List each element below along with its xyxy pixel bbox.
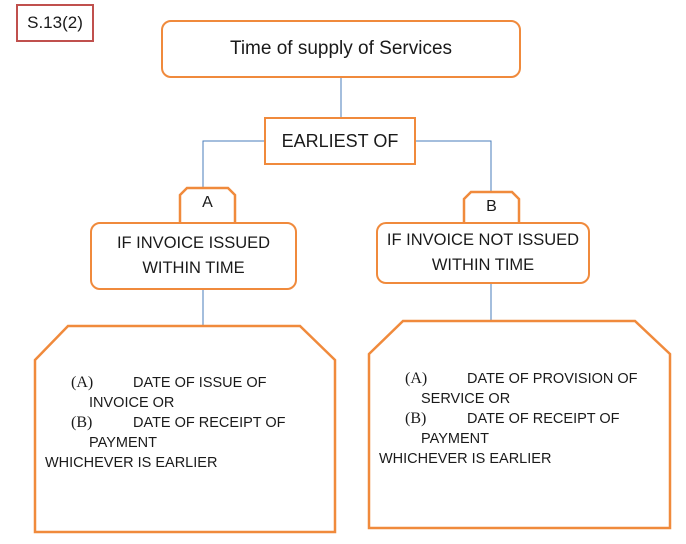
outcome-a-item-a-line2: INVOICE OR — [89, 395, 175, 411]
outcome-a-item-b-marker: (B) — [71, 414, 93, 431]
outcome-a-item-b-line2: PAYMENT — [89, 435, 157, 451]
root-node: Time of supply of Services — [161, 20, 521, 78]
outcome-a-item-a-marker: (A) — [71, 374, 94, 391]
connector-earliest-to-a — [202, 140, 264, 188]
condition-b-line1: IF INVOICE NOT ISSUED — [386, 231, 580, 249]
condition-a-node: IF INVOICE ISSUED WITHIN TIME — [90, 222, 297, 290]
condition-a-line1: IF INVOICE ISSUED — [116, 234, 271, 252]
tab-b-label: B — [486, 198, 497, 215]
outcome-b-item-a-marker: (A) — [405, 370, 428, 387]
tab-a-label: A — [202, 194, 213, 211]
outcome-b-text: (A) DATE OF PROVISION OF SERVICE OR (B) DA… — [379, 369, 638, 469]
root-node-label: Time of supply of Services — [229, 38, 453, 59]
outcome-b-item-b-line1: DATE OF RECEIPT OF — [467, 411, 620, 427]
outcome-a-shape — [33, 324, 337, 534]
outcome-a-text: (A) DATE OF ISSUE OF INVOICE OR (B) DATE O… — [45, 373, 286, 473]
outcome-b-shape — [367, 319, 672, 530]
connector-earliest-to-b — [416, 140, 492, 192]
outcome-b-footer: WHICHEVER IS EARLIER — [379, 451, 552, 467]
condition-b-node: IF INVOICE NOT ISSUED WITHIN TIME — [376, 222, 590, 284]
outcome-b-item-a-line1: DATE OF PROVISION OF — [467, 371, 638, 387]
outcome-a-item-b-line1: DATE OF RECEIPT OF — [133, 415, 286, 431]
outcome-b-item-b-line2: PAYMENT — [421, 431, 489, 447]
outcome-a-footer: WHICHEVER IS EARLIER — [45, 455, 218, 471]
section-reference-text: S.13(2) — [27, 13, 83, 32]
outcome-a-item-a-line1: DATE OF ISSUE OF — [133, 375, 267, 391]
earliest-of-label: EARLIEST OF — [281, 130, 399, 151]
condition-a-line2: WITHIN TIME — [142, 259, 245, 277]
outcome-b-item-b-marker: (B) — [405, 410, 427, 427]
tab-b-shape — [462, 190, 521, 222]
condition-b-line2: WITHIN TIME — [431, 256, 535, 274]
outcome-b-item-a-line2: SERVICE OR — [421, 391, 511, 407]
earliest-of-node: EARLIEST OF — [264, 117, 416, 165]
tab-a-shape — [178, 186, 237, 222]
section-reference: S.13(2) — [16, 4, 94, 42]
